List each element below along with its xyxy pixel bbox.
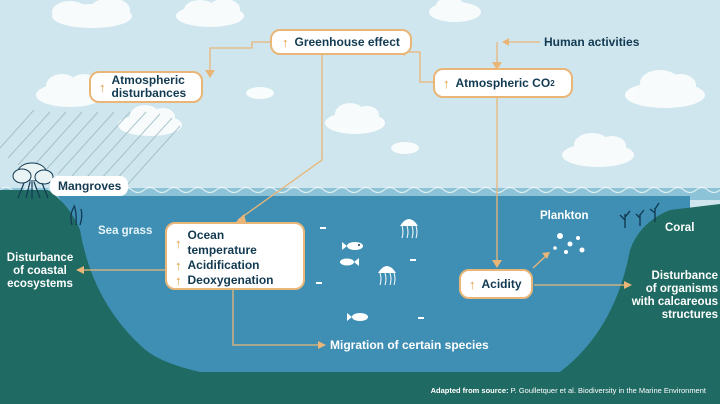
- acidity-label: Acidity: [481, 276, 522, 291]
- plankton-icon: [553, 233, 585, 254]
- fish-icon: [347, 313, 368, 321]
- source-attribution: Adapted from source: P. Goulletquer et a…: [430, 386, 706, 395]
- ocean-effect-item: ↑ Acidification: [175, 258, 260, 273]
- up-arrow-icon: ↑: [99, 79, 106, 95]
- connector-lines: [80, 41, 628, 346]
- disturbance-coastal-ecosystems-label: Disturbance of coastal ecosystems: [6, 252, 74, 290]
- up-arrow-icon: ↑: [469, 276, 476, 292]
- atmospheric-disturbances-node: ↑ Atmospheric disturbances: [89, 71, 203, 103]
- atmospheric-disturbances-line2: disturbances: [111, 86, 187, 100]
- cloud-icon: [562, 133, 634, 167]
- cloud-icon: [176, 0, 244, 27]
- coral-label: Coral: [665, 222, 695, 234]
- cloud-icon: [625, 70, 705, 108]
- ocean-effect-item: ↑ Ocean temperature: [175, 228, 295, 258]
- up-arrow-icon: ↑: [175, 235, 182, 251]
- fish-icon: [340, 258, 359, 266]
- plankton-label: Plankton: [540, 210, 589, 222]
- connector-arrowheads: [76, 38, 632, 349]
- fish-icon: [342, 242, 363, 250]
- acidification-label: Acidification: [187, 258, 260, 272]
- disturbance-calcareous-organisms-label: Disturbance of organisms with calcareous…: [631, 270, 718, 321]
- cloud-icon: [391, 142, 419, 154]
- coral-icon: [619, 202, 660, 228]
- atmospheric-disturbances-line1: Atmospheric: [111, 73, 185, 87]
- jellyfish-icon: [378, 266, 396, 286]
- left-coast-land: [0, 190, 200, 372]
- acidity-node: ↑ Acidity: [459, 269, 533, 299]
- atmospheric-co2-label: Atmospheric CO: [455, 75, 551, 90]
- deoxygenation-label: Deoxygenation: [187, 273, 274, 287]
- sea-grass-icon: [70, 204, 83, 226]
- up-arrow-icon: ↑: [175, 258, 182, 273]
- rain-icon: [0, 109, 181, 185]
- ocean-temperature-label: Ocean temperature: [187, 228, 257, 257]
- mangroves-label: Mangroves: [50, 176, 128, 196]
- cloud-icon: [246, 87, 274, 99]
- migration-label: Migration of certain species: [330, 338, 489, 352]
- right-coast-land: [560, 204, 720, 372]
- cloud-icon: [429, 0, 481, 22]
- ocean-effect-item: ↑ Deoxygenation: [175, 273, 274, 288]
- greenhouse-effect-node: ↑ Greenhouse effect: [270, 29, 412, 55]
- up-arrow-icon: ↑: [282, 34, 289, 50]
- cloud-icon: [52, 0, 132, 28]
- jellyfish-icon: [400, 219, 418, 239]
- greenhouse-effect-label: Greenhouse effect: [294, 34, 400, 49]
- sea-grass-label: Sea grass: [98, 225, 153, 237]
- up-arrow-icon: ↑: [443, 75, 450, 91]
- cloud-icon: [118, 105, 182, 136]
- up-arrow-icon: ↑: [175, 273, 182, 288]
- co2-subscript: 2: [550, 78, 555, 88]
- human-activities-label: Human activities: [544, 35, 640, 49]
- cloud-icon: [325, 103, 385, 134]
- ocean-effects-node: ↑ Ocean temperature ↑ Acidification ↑ De…: [165, 222, 305, 290]
